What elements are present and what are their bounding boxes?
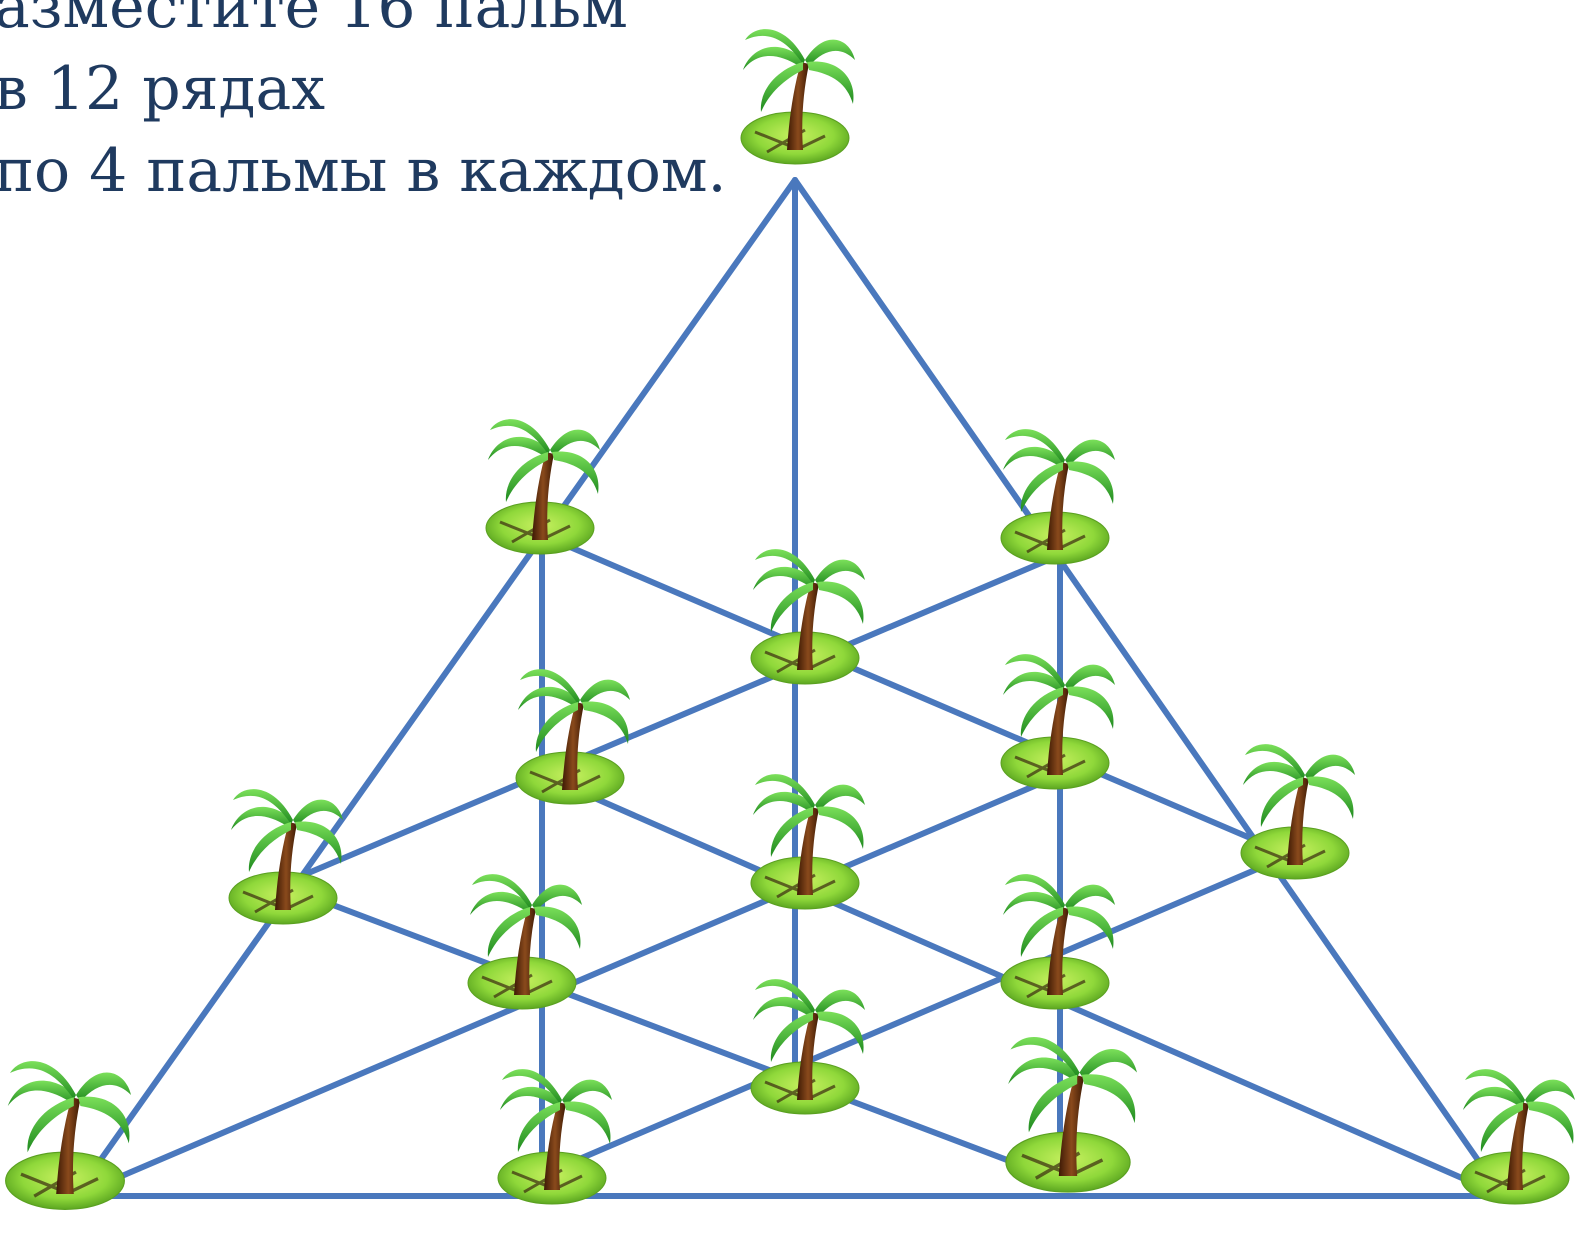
- palm-tree-icon: [999, 872, 1117, 1011]
- palm-tree-icon: [1239, 742, 1357, 881]
- task-line-1: азместите 16 пальм: [0, 0, 628, 42]
- palm-tree-icon: [227, 787, 345, 926]
- palm-tree-icon: [484, 417, 602, 556]
- palm-tree-icon: [1459, 1067, 1577, 1206]
- palm-tree-icon: [466, 872, 584, 1011]
- palm-tree-icon: [1004, 1035, 1139, 1194]
- row-line: [277, 882, 1063, 1183]
- row-line: [277, 552, 1063, 888]
- task-line-2: в 12 рядах: [0, 54, 326, 124]
- row-line: [792, 177, 1506, 1199]
- palm-tree-icon: [514, 667, 632, 806]
- palm-tree-icon: [3, 1059, 133, 1212]
- row-line: [539, 852, 1293, 1178]
- palm-tree-icon: [739, 27, 857, 166]
- row-line: [72, 177, 798, 1199]
- row-line: [539, 532, 1293, 858]
- palm-tree-icon: [999, 652, 1117, 791]
- row-lines: [72, 177, 1506, 1199]
- task-line-3: по 4 пальмы в каждом.: [0, 136, 727, 206]
- palm-tree-icon: [749, 547, 867, 686]
- task-text: азместите 16 пальм в 12 рядах по 4 пальм…: [0, 0, 727, 212]
- palm-tree-icon: [496, 1067, 614, 1206]
- palm-tree-icon: [749, 772, 867, 911]
